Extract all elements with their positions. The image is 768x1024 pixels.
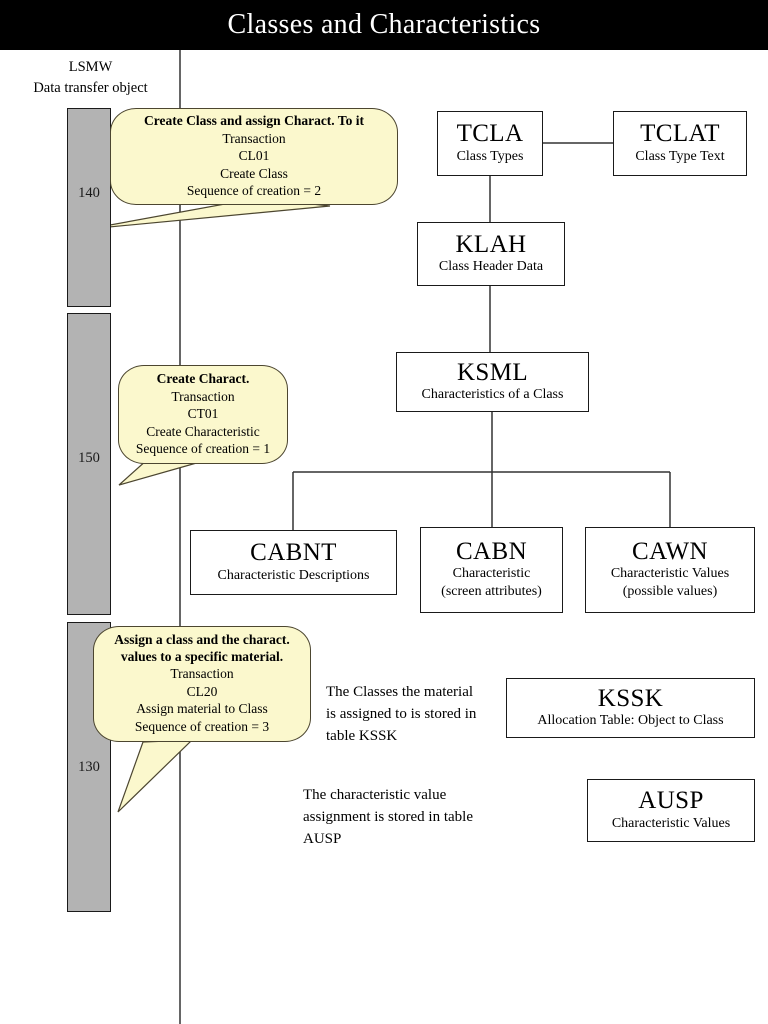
- callout-1-line-4: Sequence of creation = 2: [186, 183, 322, 199]
- note-ausp-line-1: The characteristic value: [303, 787, 447, 803]
- title-bar: Classes and Characteristics: [0, 0, 768, 50]
- lsmw-step-label-140: 140: [78, 185, 100, 201]
- table-box-cabn[interactable]: CABN Characteristic (screen attributes): [420, 527, 563, 613]
- lsmw-step-bar-150[interactable]: 150: [67, 313, 111, 615]
- table-desc-cabn-line-2: (screen attributes): [441, 584, 542, 600]
- callout-3-line-4: Sequence of creation = 3: [134, 719, 270, 735]
- table-desc-kssk: Allocation Table: Object to Class: [537, 713, 724, 729]
- table-name-tclat: TCLAT: [640, 120, 720, 148]
- table-desc-ausp: Characteristic Values: [611, 815, 731, 831]
- table-desc-cabn-line-1: Characteristic: [452, 566, 531, 582]
- note-kssk-line-1: The Classes the material: [326, 684, 474, 700]
- table-desc-cabnt: Characteristic Descriptions: [217, 567, 370, 583]
- note-kssk: The Classes the material is assigned to …: [326, 681, 506, 748]
- table-desc-cawn-line-2: (possible values): [622, 584, 718, 600]
- callout-1-line-2: CL01: [238, 148, 270, 164]
- table-desc-klah: Class Header Data: [438, 259, 544, 275]
- lsmw-heading-line-2: Data transfer object: [33, 80, 148, 97]
- page-title: Classes and Characteristics: [227, 9, 541, 40]
- lsmw-heading-line-1: LSMW: [68, 59, 113, 75]
- callout-3-line-2: CL20: [186, 683, 218, 699]
- table-desc-cawn-line-1: Characteristic Values: [610, 566, 730, 582]
- callout-1-line-1: Transaction: [222, 130, 286, 146]
- table-box-klah[interactable]: KLAH Class Header Data: [417, 222, 565, 286]
- callout-3-tail: [117, 739, 194, 813]
- callout-3-line-1: Transaction: [170, 666, 234, 682]
- callout-3-title-line-1: Assign a class and the charact.: [114, 632, 290, 648]
- callout-2-line-4: Sequence of creation = 1: [135, 441, 271, 457]
- callout-assign-class[interactable]: Assign a class and the charact. values t…: [93, 626, 311, 742]
- callout-1-title: Create Class and assign Charact. To it: [144, 113, 364, 129]
- note-kssk-line-3: table KSSK: [326, 728, 398, 745]
- callout-2-line-1: Transaction: [171, 388, 235, 404]
- callout-3-line-3: Assign material to Class: [136, 701, 268, 717]
- table-box-tclat[interactable]: TCLAT Class Type Text: [613, 111, 747, 176]
- note-ausp-line-2: assignment is stored in table: [303, 809, 473, 826]
- table-name-ausp: AUSP: [638, 787, 704, 815]
- table-name-kssk: KSSK: [597, 684, 664, 712]
- table-desc-tclat: Class Type Text: [635, 148, 725, 164]
- table-desc-tcla: Class Types: [456, 148, 524, 164]
- table-name-ksml: KSML: [456, 358, 529, 386]
- callout-2-line-3: Create Characteristic: [146, 423, 260, 439]
- table-box-ausp[interactable]: AUSP Characteristic Values: [587, 779, 755, 842]
- table-desc-ksml: Characteristics of a Class: [421, 387, 564, 403]
- lsmw-heading: LSMW Data transfer object: [8, 57, 173, 99]
- table-box-cawn[interactable]: CAWN Characteristic Values (possible val…: [585, 527, 755, 613]
- note-ausp-line-3: AUSP: [303, 831, 342, 848]
- callout-create-class[interactable]: Create Class and assign Charact. To it T…: [110, 108, 398, 205]
- table-box-kssk[interactable]: KSSK Allocation Table: Object to Class: [506, 678, 755, 738]
- callout-create-charact[interactable]: Create Charact. Transaction CT01 Create …: [118, 365, 288, 464]
- table-box-tcla[interactable]: TCLA Class Types: [437, 111, 543, 176]
- table-name-cabn: CABN: [455, 538, 528, 566]
- table-box-cabnt[interactable]: CABNT Characteristic Descriptions: [190, 530, 397, 595]
- callout-3-title-line-2: values to a specific material.: [120, 648, 284, 664]
- callout-2-title: Create Charact.: [156, 371, 250, 387]
- table-name-cawn: CAWN: [632, 538, 708, 566]
- table-box-ksml[interactable]: KSML Characteristics of a Class: [396, 352, 589, 412]
- lsmw-step-label-130: 130: [78, 759, 100, 775]
- note-kssk-line-2: is assigned to is stored in: [326, 706, 477, 723]
- callout-2-line-2: CT01: [187, 406, 219, 422]
- table-name-klah: KLAH: [455, 230, 527, 258]
- table-name-cabnt: CABNT: [250, 539, 337, 567]
- callout-1-line-3: Create Class: [220, 165, 288, 181]
- note-ausp: The characteristic value assignment is s…: [303, 784, 513, 851]
- lsmw-step-bar-140[interactable]: 140: [67, 108, 111, 307]
- lsmw-step-label-150: 150: [78, 450, 100, 466]
- lsmw-step-bar-130[interactable]: 130: [67, 622, 111, 912]
- table-name-tcla: TCLA: [456, 120, 524, 148]
